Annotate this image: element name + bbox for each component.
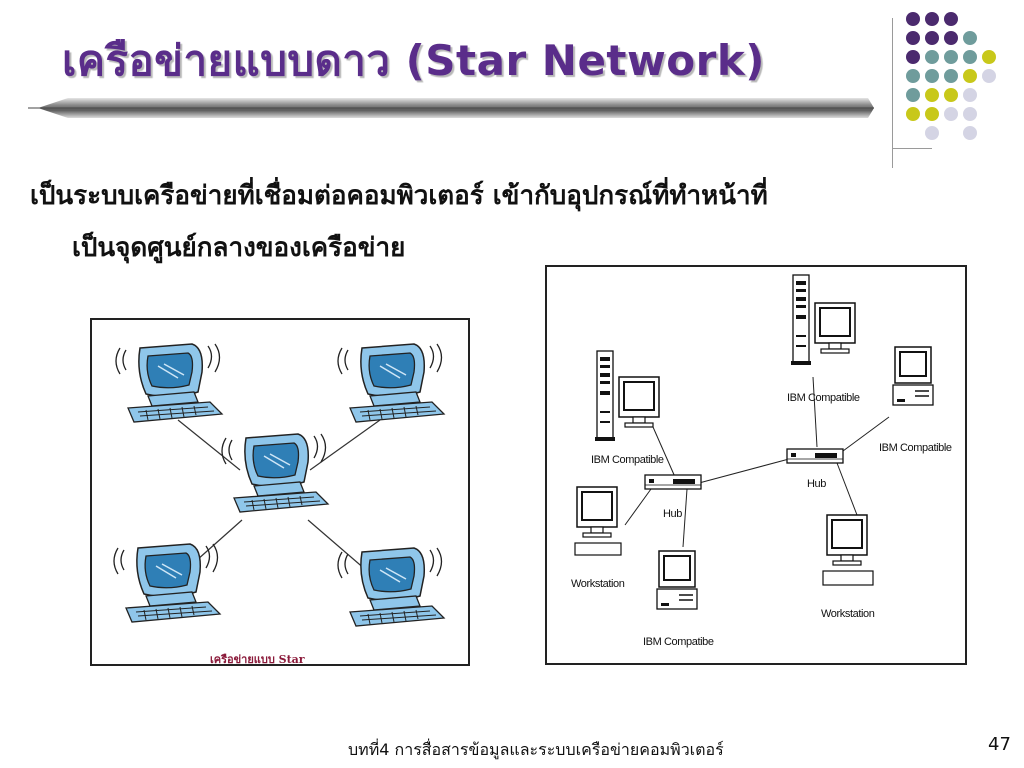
computer-top-right xyxy=(337,343,445,423)
network-cables xyxy=(624,376,890,548)
hub-right xyxy=(786,448,844,464)
star-network-drawing xyxy=(113,343,445,627)
computer-top-left xyxy=(115,343,223,423)
tower-left xyxy=(594,350,616,442)
label-ws-left: Workstation xyxy=(571,578,625,590)
slide-footer: บทที่4 การสื่อสารข้อมูลและระบบเครือข่ายค… xyxy=(348,740,724,759)
decor-vertical-line xyxy=(892,18,893,168)
label-ibm-left: IBM Compatible xyxy=(591,454,664,466)
hub-left xyxy=(644,474,702,490)
body-line-2: เป็นจุดศูนย์กลางของเครือข่าย xyxy=(72,233,406,263)
monitor-top xyxy=(814,302,856,354)
monitor-left xyxy=(618,376,660,428)
desktop-right xyxy=(892,346,934,406)
desktop-bottom xyxy=(656,550,698,610)
hub-network-drawing: IBM Compatible IBM Compatible IBM Compat… xyxy=(571,274,952,648)
star-network-illustration: เครือข่ายแบบ Star xyxy=(90,318,470,666)
computer-center xyxy=(221,433,329,513)
page-number: 47 xyxy=(988,734,1011,755)
body-line-1: เป็นระบบเครือข่ายที่เชื่อมต่อคอมพิวเตอร์… xyxy=(30,181,768,211)
label-ibm-right: IBM Compatible xyxy=(879,442,952,454)
keyboard-left xyxy=(574,542,622,556)
title-underline-bar xyxy=(28,98,874,118)
label-hub-left: Hub xyxy=(663,508,682,520)
slide-title: เครือข่ายแบบดาว (Star Network) xyxy=(62,36,766,85)
illustration-caption: เครือข่ายแบบ Star xyxy=(210,653,305,666)
hub-network-diagram: IBM Compatible IBM Compatible IBM Compat… xyxy=(545,265,967,665)
slide-body-text: เป็นระบบเครือข่ายที่เชื่อมต่อคอมพิวเตอร์… xyxy=(30,170,990,274)
keyboard-right xyxy=(822,570,874,586)
monitor-workstation-left xyxy=(576,486,618,538)
monitor-workstation-right xyxy=(826,514,868,566)
tower-top xyxy=(790,274,812,366)
label-ibm-bottom: IBM Compatibe xyxy=(643,636,714,648)
decor-horizontal-line xyxy=(892,148,932,149)
computer-bottom-left xyxy=(113,543,221,623)
label-hub-right: Hub xyxy=(807,478,826,490)
label-ws-right: Workstation xyxy=(821,608,875,620)
label-ibm-top: IBM Compatible xyxy=(787,392,860,404)
